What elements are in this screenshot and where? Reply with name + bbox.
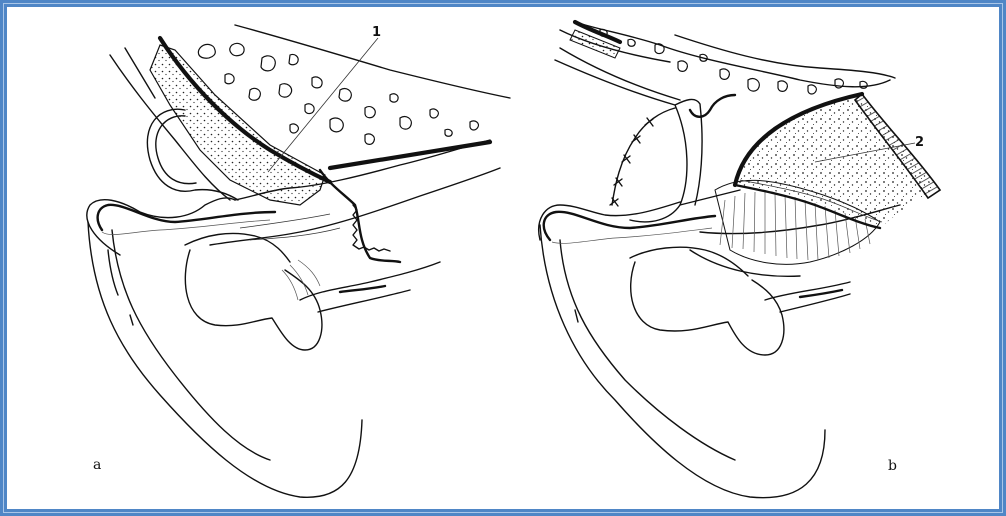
panel-a: 1 a bbox=[87, 25, 510, 497]
panel-b: 2 b bbox=[539, 22, 940, 498]
leader-line-1 bbox=[268, 38, 378, 172]
bone-outline-b bbox=[575, 22, 890, 87]
helix-rim-a bbox=[98, 205, 275, 230]
panel-label-a: a bbox=[93, 457, 101, 473]
sutures-b bbox=[610, 108, 675, 206]
panel-label-b: b bbox=[888, 458, 897, 474]
auricle-lower-b bbox=[540, 225, 825, 498]
auricle-lower-a bbox=[88, 222, 362, 497]
callout-2: 2 bbox=[915, 135, 924, 150]
concha-b bbox=[631, 262, 784, 355]
flap-b bbox=[555, 60, 687, 222]
helix-rim-b bbox=[544, 212, 715, 240]
callout-1: 1 bbox=[372, 25, 381, 40]
auricle-outline-a bbox=[87, 198, 235, 255]
